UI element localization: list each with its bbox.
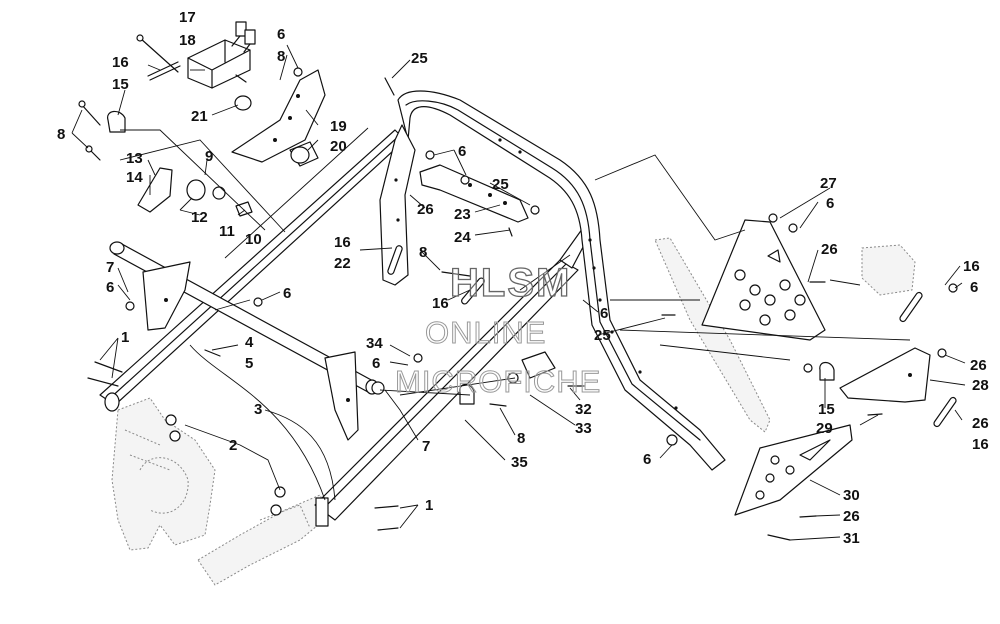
callout-14: 14: [126, 169, 143, 186]
callout-19: 19: [330, 118, 347, 135]
callout-34: 34: [366, 335, 383, 352]
callout-8: 8: [277, 48, 285, 65]
callout-21: 21: [191, 108, 208, 125]
callout-26: 26: [972, 415, 989, 432]
callout-26: 26: [417, 201, 434, 218]
callout-25: 25: [411, 50, 428, 67]
callout-31: 31: [843, 530, 860, 547]
callouts: 17 18 6 8 16 15 21 19 20 8 13 9 14 12 11…: [57, 9, 989, 547]
bracket-ghost-right: [654, 237, 916, 433]
callout-26: 26: [970, 357, 987, 374]
watermark: HLSM ONLINE MICROFICHE: [395, 260, 601, 399]
callout-6: 6: [277, 26, 285, 43]
callout-7: 7: [422, 438, 430, 455]
callout-8: 8: [57, 126, 65, 143]
callout-23: 23: [454, 206, 471, 223]
callout-6: 6: [600, 305, 608, 322]
callout-25: 25: [492, 176, 509, 193]
callout-8: 8: [517, 430, 525, 447]
callout-13: 13: [126, 150, 143, 167]
callout-5: 5: [245, 355, 253, 372]
callout-29: 29: [816, 420, 833, 437]
left-gusset: [142, 261, 191, 331]
spring-16-center: [387, 245, 485, 305]
chassis-ghost-left: [111, 397, 216, 551]
callout-20: 20: [330, 138, 347, 155]
bracket-9-assembly: [137, 167, 253, 217]
bracket-28: [839, 347, 931, 403]
callout-6: 6: [643, 451, 651, 468]
callout-11: 11: [219, 223, 235, 240]
callout-24: 24: [454, 229, 471, 246]
callout-1: 1: [425, 497, 433, 514]
callout-2: 2: [229, 437, 237, 454]
spring-16-upper: [147, 61, 181, 81]
callout-28: 28: [972, 377, 989, 394]
guide-lines: [119, 127, 911, 501]
callout-10: 10: [245, 231, 262, 248]
spring-16-right: [899, 291, 957, 428]
mount-plate-upper: [231, 69, 326, 163]
triangle-plate-27: [701, 219, 826, 341]
bolt-17: [136, 34, 179, 73]
bolt-8-upper-left: [78, 100, 101, 161]
callout-16: 16: [334, 234, 351, 251]
callout-1: 1: [121, 329, 129, 346]
callout-30: 30: [843, 487, 860, 504]
watermark-line-3: MICROFICHE: [395, 364, 601, 399]
callout-33: 33: [575, 420, 592, 437]
fasteners: [87, 67, 958, 541]
callout-8: 8: [419, 244, 427, 261]
upright-bracket-left: [379, 124, 416, 286]
watermark-line-2: ONLINE: [425, 315, 546, 350]
callout-32: 32: [575, 401, 592, 418]
callout-16: 16: [972, 436, 989, 453]
watermark-line-1: HLSM: [450, 261, 571, 305]
plate-30: [734, 424, 853, 516]
callout-22: 22: [334, 255, 351, 272]
callout-3: 3: [254, 401, 262, 418]
callout-16: 16: [963, 258, 980, 275]
chassis-ghost-rail: [197, 494, 331, 586]
callout-27: 27: [820, 175, 837, 192]
callout-18: 18: [179, 32, 196, 49]
callout-15: 15: [112, 76, 129, 93]
callout-6: 6: [458, 143, 466, 160]
clip-15: [107, 110, 126, 133]
lower-frame-rail: [314, 224, 593, 527]
callout-6: 6: [826, 195, 834, 212]
callout-16: 16: [432, 295, 449, 312]
callout-26: 26: [843, 508, 860, 525]
callout-25: 25: [594, 327, 611, 344]
callout-26: 26: [821, 241, 838, 258]
callout-12: 12: [191, 209, 208, 226]
callout-6: 6: [283, 285, 291, 302]
callout-17: 17: [179, 9, 196, 26]
right-gusset: [324, 351, 359, 441]
solenoid-20: [289, 141, 319, 167]
callout-6: 6: [970, 279, 978, 296]
resistor-21: [234, 95, 252, 111]
relay-module: [187, 21, 256, 89]
callout-4: 4: [245, 334, 254, 351]
callout-16: 16: [112, 54, 129, 71]
callout-6: 6: [106, 279, 114, 296]
callout-35: 35: [511, 454, 528, 471]
callout-9: 9: [205, 148, 213, 165]
callout-15: 15: [818, 401, 835, 418]
callout-7: 7: [106, 259, 114, 276]
leader-lines: [71, 44, 966, 541]
callout-6: 6: [372, 355, 380, 372]
center-strap: [419, 164, 529, 223]
